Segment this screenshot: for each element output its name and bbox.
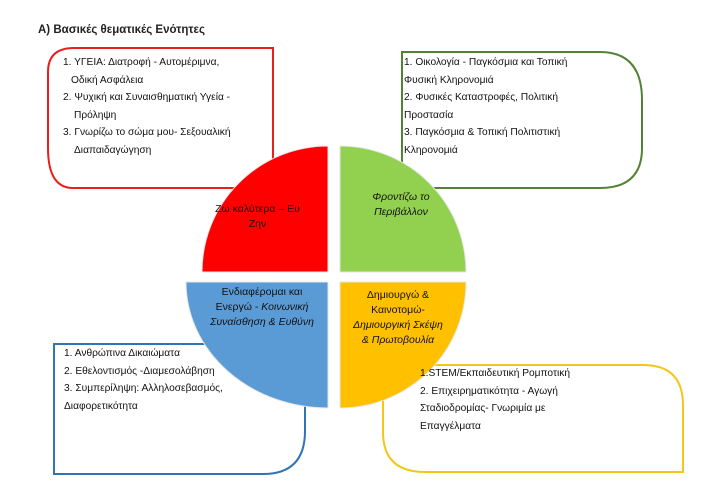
box-top-right-line-1: 1. Οικολογία - Παγκόσμια και Τοπική (404, 57, 568, 68)
quadrant-green-label: Φροντίζω το Περιβάλλον (346, 190, 456, 220)
box-top-left-outline (47, 47, 274, 189)
quadrant-red-label: Ζω καλύτερα – Ευ Ζην (200, 202, 315, 232)
quadrant-yellow-line-3: Δημιουργική Σκέψη (353, 319, 443, 331)
box-bottom-left-line-4: Διαφορετικότητα (64, 400, 138, 412)
box-top-right-line-4: Προστασία (404, 109, 454, 121)
quadrant-blue-line-2a: Ενεργώ - (215, 301, 262, 313)
box-bottom-right-line-3: Σταδιοδρομίας- Γνωριμία με (420, 403, 546, 414)
box-top-left-line-4: Πρόληψη (74, 109, 117, 121)
box-top-right-line-5: 3. Παγκόσμια & Τοπική Πολιτιστική (404, 127, 561, 138)
quadrant-green (339, 145, 467, 273)
box-top-left-line-5: 3. Γνωρίζω το σώμα μου- Σεξουαλική (63, 127, 231, 138)
quadrant-blue-label: Ενδιαφέρομαι και Ενεργώ - Κοινωνική Συνα… (200, 285, 324, 330)
quadrant-blue (185, 281, 329, 409)
quadrant-green-line-1: Φροντίζω το (372, 191, 430, 203)
box-top-left-line-3: 2. Ψυχική και Συναισθηματική Υγεία - (63, 92, 231, 103)
box-top-left-text: 1. ΥΓΕΙΑ: Διατροφή - Αυτομέριμνα, Οδική … (63, 54, 268, 159)
box-top-right-line-3: 2. Φυσικές Καταστροφές, Πολιτική (404, 92, 559, 103)
quadrant-yellow-line-2: Καινοτομώ- (371, 304, 425, 316)
quadrant-yellow-line-1: Δημιουργώ & (366, 289, 430, 301)
box-bottom-right-text: 1.STEM/Εκπαιδευτική Ρομποτική 2. Επιχειρ… (420, 365, 670, 435)
box-bottom-left-line-3: 3. Συμπερίληψη: Αλληλοσεβασμός, (64, 383, 223, 394)
box-bottom-right-outline (382, 364, 684, 473)
heading: Α) Βασικές θεματικές Ενότητες (38, 24, 205, 36)
box-top-left-line-2: Οδική Ασφάλεια (71, 74, 144, 86)
box-bottom-right-line-4: Επαγγέλματα (420, 420, 481, 432)
box-top-right-outline (401, 51, 643, 189)
quadrant-red (201, 145, 329, 273)
box-bottom-left-line-1: 1. Ανθρώπινα Δικαιώματα (64, 348, 180, 359)
quadrant-red-line-2: Ζην (248, 218, 267, 230)
box-top-right-line-6: Κληρονομιά (404, 144, 458, 156)
quadrant-blue-line-3: Συναίσθηση & Ευθύνη (210, 316, 314, 328)
box-top-right-text: 1. Οικολογία - Παγκόσμια και Τοπική Φυσι… (404, 54, 634, 159)
box-bottom-left-line-2: 2. Εθελοντισμός -Διαμεσολάβηση (64, 365, 215, 377)
quadrant-blue-line-2b: Κοινωνική (261, 301, 309, 313)
box-top-right-line-2: Φυσική Κληρονομιά (404, 74, 494, 86)
box-top-left-line-1: 1. ΥΓΕΙΑ: Διατροφή - Αυτομέριμνα, (63, 57, 220, 68)
box-bottom-right-line-2: 2. Επιχειρηματικότητα - Αγωγή (420, 385, 558, 397)
quadrant-blue-line-1: Ενδιαφέρομαι και (221, 286, 303, 298)
quadrant-yellow-line-4: & Πρωτοβουλία (361, 334, 435, 346)
box-bottom-left-text: 1. Ανθρώπινα Δικαιώματα 2. Εθελοντισμός … (64, 345, 304, 415)
quadrant-red-line-1: Ζω καλύτερα – Ευ (215, 203, 300, 215)
box-top-left-line-6: Διαπαιδαγώγηση (74, 144, 152, 156)
box-bottom-right-line-1: 1.STEM/Εκπαιδευτική Ρομποτική (420, 368, 570, 379)
quadrant-blue-line-2: Ενεργώ - Κοινωνική (200, 300, 324, 315)
quadrant-yellow (339, 281, 467, 409)
quadrant-yellow-label: Δημιουργώ & Καινοτομώ- Δημιουργική Σκέψη… (342, 288, 454, 348)
quadrant-green-line-2: Περιβάλλον (374, 206, 428, 218)
